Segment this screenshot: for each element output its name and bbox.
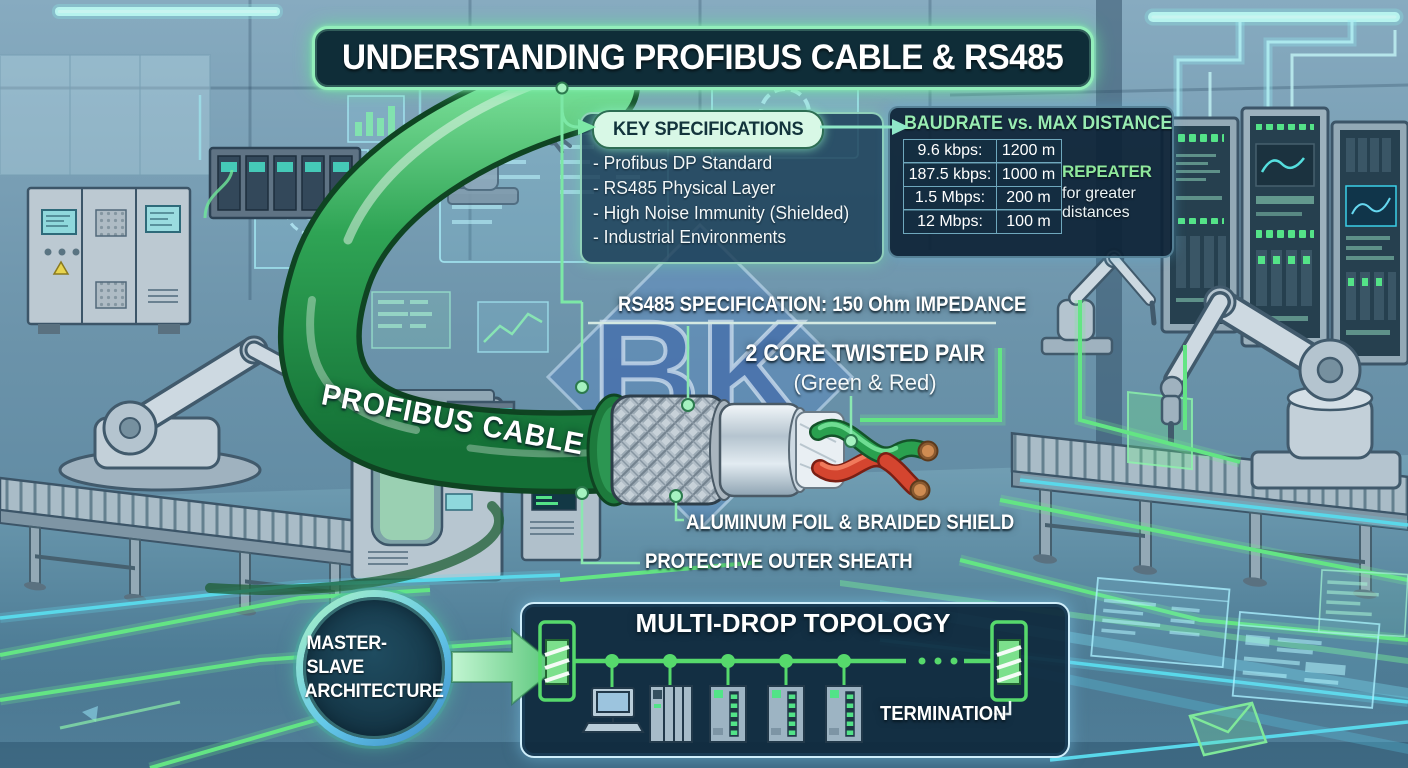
wall-traces-glow <box>1173 20 1357 118</box>
distance-cell: 1000 m <box>995 162 1062 187</box>
cable-cross-section <box>586 393 939 507</box>
wall-traces <box>1176 20 1397 118</box>
rack-3 <box>1330 120 1408 366</box>
topology-title: MULTI-DROP TOPOLOGY <box>635 608 951 638</box>
robot-arm-right-large <box>1159 285 1402 490</box>
floor-cable <box>205 501 505 595</box>
window-glass <box>0 54 211 176</box>
braided-shield <box>610 394 728 506</box>
baudrate-table: 9.6 kbps: 1200 m 187.5 kbps: 1000 m 1.5 … <box>903 138 1062 234</box>
key-specs-heading: KEY SPECIFICATIONS <box>612 118 804 140</box>
spec-item: - Industrial Environments <box>593 227 787 248</box>
rack-2 <box>1240 106 1330 348</box>
baudrate-cell: 1.5 Mbps: <box>903 185 997 211</box>
floor-holo-windows <box>59 569 1408 757</box>
shield-label: ALUMINUM FOIL & BRAIDED SHIELD <box>686 511 1015 534</box>
twisted-pair-wires <box>809 418 939 501</box>
holo-table-small <box>371 291 451 349</box>
twisted-pair-label: 2 CORE TWISTED PAIR <box>745 340 985 367</box>
ceiling-lights <box>52 4 1404 59</box>
baudrate-title: BAUDRATE vs. MAX DISTANCE <box>903 113 1173 134</box>
table-row: 12 Mbps: 100 m <box>903 209 1062 234</box>
plc-rack-left <box>203 146 362 220</box>
distance-cell: 100 m <box>995 209 1062 234</box>
master-slave-badge: MASTER-SLAVE ARCHITECTURE <box>296 590 452 746</box>
sheath-label: PROTECTIVE OUTER SHEATH <box>645 550 913 573</box>
spec-item: - RS485 Physical Layer <box>593 177 776 198</box>
title-banner: UNDERSTANDING PROFIBUS CABLE & RS485 <box>312 26 1094 90</box>
rs485-spec-label: RS485 SPECIFICATION: 150 Ohm IMPEDANCE <box>618 293 1027 316</box>
control-cabinet-left <box>26 186 192 334</box>
baudrate-cell: 12 Mbps: <box>903 209 997 234</box>
master-slave-badge-inner: MASTER-SLAVE ARCHITECTURE <box>303 597 445 739</box>
server-racks <box>1160 106 1408 366</box>
spec-item: - Profibus DP Standard <box>593 153 773 173</box>
distance-cell: 200 m <box>995 185 1062 211</box>
baudrate-cell: 187.5 kbps: <box>903 162 997 187</box>
termination-label: TERMINATION <box>880 703 1007 725</box>
architecture-line2: ARCHITECTURE <box>304 681 444 702</box>
architecture-line1: MASTER-SLAVE <box>306 633 388 678</box>
repeater-body: for greater distances <box>1062 185 1136 221</box>
holo-line-chart <box>477 301 549 353</box>
distance-cell: 1200 m <box>995 138 1062 164</box>
page-title: UNDERSTANDING PROFIBUS CABLE & RS485 <box>342 38 1064 77</box>
table-row: 187.5 kbps: 1000 m <box>903 162 1062 187</box>
robot-arm-left-foreground <box>58 335 360 492</box>
repeater-note: REPEATER for greater distances <box>1062 162 1164 222</box>
repeater-title: REPEATER <box>1062 162 1152 181</box>
twisted-pair-sublabel: (Green & Red) <box>793 370 937 395</box>
table-row: 9.6 kbps: 1200 m <box>903 138 1062 164</box>
robot-arm-right-small <box>1040 247 1157 356</box>
baudrate-cell: 9.6 kbps: <box>903 138 997 164</box>
table-row: 1.5 Mbps: 200 m <box>903 185 1062 211</box>
key-specs-list: - Profibus DP Standard - RS485 Physical … <box>593 151 879 250</box>
profibus-cable <box>278 44 657 495</box>
spec-item: - High Noise Immunity (Shielded) <box>593 202 850 223</box>
key-specs-heading-pill: KEY SPECIFICATIONS <box>592 110 824 149</box>
envelope-icon <box>1188 701 1268 757</box>
